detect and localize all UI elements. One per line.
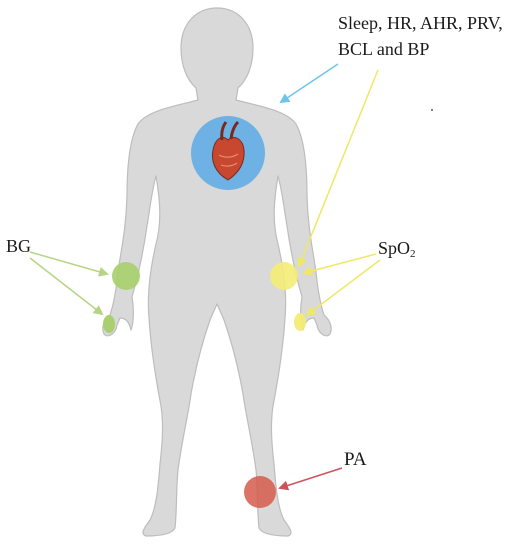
arrow-bg-finger (29, 257, 104, 316)
body-outline (102, 7, 332, 537)
bg-sensor-zones (103, 262, 140, 333)
label-spo2: SpO2 (378, 238, 416, 260)
heart-icon (211, 120, 245, 181)
bg-wrist-zone (112, 262, 140, 290)
arrow-pa (278, 467, 343, 491)
spo2-wrist-zone (270, 262, 298, 290)
label-spo2-main: SpO (378, 238, 410, 258)
label-spo2-subscript: 2 (410, 248, 416, 260)
heart-sensor-zone (191, 116, 265, 190)
callout-arrows (29, 63, 381, 491)
arrow-sleep (279, 63, 339, 104)
pa-sensor-zone (244, 476, 276, 508)
arrow-spo2-finger (305, 259, 381, 317)
spo2-finger-zone (294, 313, 306, 331)
label-pa: PA (344, 449, 367, 470)
label-sleep-line2: BCL and BP (338, 39, 429, 59)
spo2-sensor-zones (270, 262, 306, 331)
arrow-sleep-to-wrist (297, 69, 379, 268)
arrow-bg-wrist (29, 251, 109, 277)
bg-finger-zone (103, 315, 115, 333)
human-body-silhouette (102, 7, 332, 537)
label-sleep-line1: Sleep, HR, AHR, PRV, (338, 13, 503, 33)
arrow-spo2-wrist (302, 253, 377, 276)
label-bg: BG (6, 236, 31, 256)
stray-dot (431, 109, 433, 111)
